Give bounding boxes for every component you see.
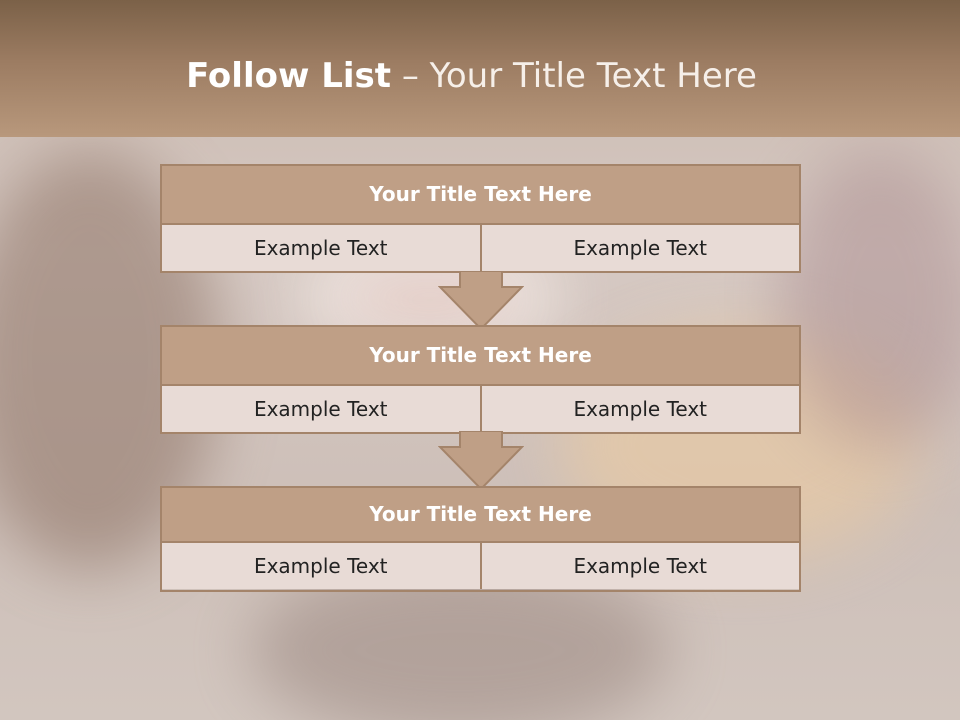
slide-header: Follow List – Your Title Text Here [0,0,960,137]
down-arrow-icon [438,431,524,491]
block-row: Example Text Example Text [162,225,799,271]
block-cell-right: Example Text [479,386,799,432]
slide-title: Follow List – Your Title Text Here [0,55,943,97]
block-title: Your Title Text Here [162,166,799,225]
block-cell-left: Example Text [162,543,480,589]
block-cell-right: Example Text [479,543,799,589]
block-title: Your Title Text Here [162,488,799,543]
block-title: Your Title Text Here [162,327,799,386]
block-cell-right: Example Text [479,225,799,271]
down-arrow-icon [438,271,524,331]
slide-title-rest: – Your Title Text Here [391,56,757,96]
list-block-1: Your Title Text Here Example Text Exampl… [160,164,801,273]
slide-title-bold: Follow List [186,56,392,96]
list-block-2: Your Title Text Here Example Text Exampl… [160,325,801,434]
list-block-3: Your Title Text Here Example Text Exampl… [160,486,801,592]
block-row: Example Text Example Text [162,543,799,589]
block-row: Example Text Example Text [162,386,799,432]
block-cell-left: Example Text [162,225,480,271]
block-cell-left: Example Text [162,386,480,432]
blur-background-right [780,150,960,450]
